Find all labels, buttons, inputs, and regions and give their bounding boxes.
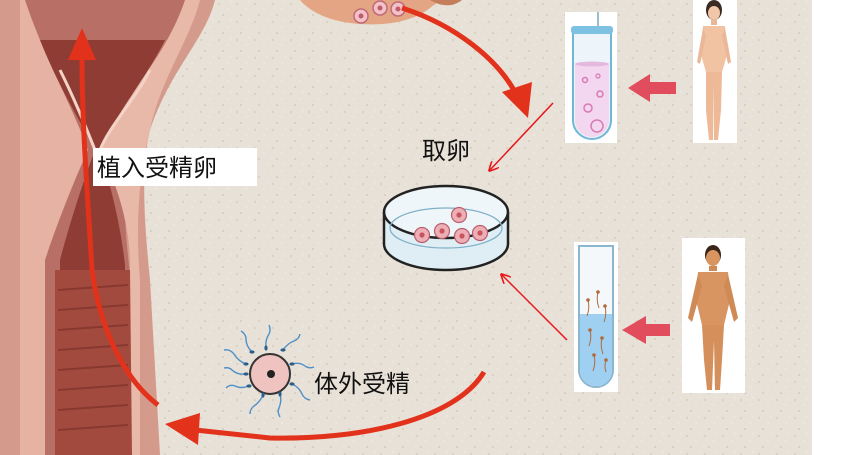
thin-arrow-egg bbox=[490, 102, 554, 170]
block-arrow-female bbox=[628, 74, 676, 102]
petri-dish-icon bbox=[382, 184, 510, 272]
egg-test-tube-icon bbox=[565, 12, 617, 143]
egg-with-sperm-icon bbox=[223, 324, 315, 418]
process-arrows bbox=[68, 5, 532, 445]
uterus-illustration bbox=[0, 0, 215, 455]
right-margin bbox=[812, 0, 844, 455]
ovary-illustration bbox=[300, 0, 462, 25]
male-figure-icon bbox=[682, 238, 745, 393]
implant-label: 植入受精卵 bbox=[97, 154, 217, 182]
sperm-test-tube-icon bbox=[574, 242, 618, 392]
female-figure-icon bbox=[693, 0, 737, 143]
thin-arrow-sperm bbox=[502, 275, 568, 341]
egg-retrieval-label: 取卵 bbox=[422, 137, 470, 165]
ivf-label: 体外受精 bbox=[314, 370, 410, 398]
block-arrow-male bbox=[622, 316, 670, 344]
implant-label-box bbox=[93, 148, 257, 186]
